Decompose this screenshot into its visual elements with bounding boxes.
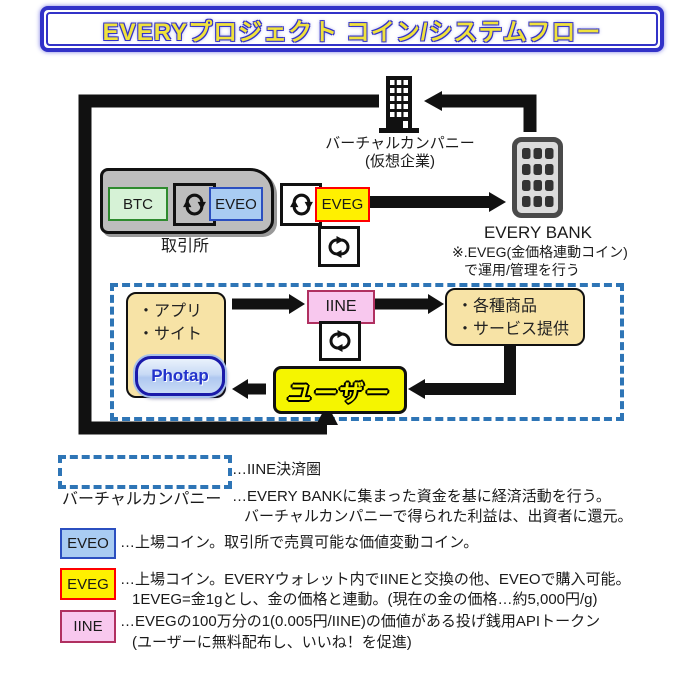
title-banner-inner: EVERYプロジェクト コイン/システムフロー [46, 12, 658, 46]
btc-coin-chip: BTC [108, 187, 168, 221]
arrowhead-into-company [424, 91, 442, 111]
iine-payment-zone [110, 283, 624, 421]
arrowhead-into-products [428, 294, 444, 314]
cycle-icon [319, 321, 361, 361]
bank-building-icon [512, 137, 563, 218]
arrowhead-into-app [232, 379, 248, 399]
user-box: ユーザー [273, 366, 407, 414]
page-title: EVERYプロジェクト コイン/システムフロー [102, 18, 602, 46]
legend-eveg-chip: EVEG [60, 568, 116, 600]
legend-vc-desc-2: バーチャルカンパニーで得られた利益は、出資者に還元。 [244, 508, 633, 525]
legend-dashed-sample [58, 455, 232, 489]
legend-iine-desc-1: …EVEGの100万分の1(0.005円/IINE)の価値がある投げ銭用APIト… [120, 613, 601, 630]
arrowhead-into-user-bottom [316, 404, 338, 425]
exchange-label: 取引所 [160, 238, 209, 255]
office-building-icon [379, 76, 419, 133]
legend-iine-chip: IINE [60, 610, 116, 643]
every-bank-label: EVERY BANK [483, 223, 593, 242]
products-services-box: ・各種商品 ・サービス提供 [445, 288, 585, 346]
cycle-icon [318, 226, 360, 267]
virtual-company-label: バーチャルカンパニー (仮想企業) [325, 135, 475, 170]
arrowhead-into-user-right [408, 379, 425, 399]
legend-vc-term: バーチャルカンパニー [62, 491, 222, 508]
legend-iine-desc-2: (ユーザーに無料配布し、いいね！を促進) [132, 634, 412, 651]
legend-eveg-desc-2: 1EVEG=金1gとし、金の価格と連動。(現在の金の価格…約5,000円/g) [132, 591, 598, 608]
legend-vc-desc-1: …EVERY BANKに集まった資金を基に経済活動を行う。 [232, 488, 611, 505]
iine-token-chip: IINE [307, 290, 375, 324]
photap-logo: Photap [135, 356, 225, 396]
every-bank-note: ※.EVEG(金価格連動コイン) で運用/管理を行う [452, 244, 628, 279]
arrowhead-into-iine [289, 294, 305, 314]
eveo-coin-chip: EVEO [209, 187, 263, 221]
eveg-coin-chip: EVEG [315, 187, 370, 222]
legend-zone-desc: …IINE決済圏 [232, 461, 322, 478]
legend-eveg-desc-1: …上場コイン。EVERYウォレット内でIINEと交換の他、EVEOで購入可能。 [120, 571, 631, 588]
legend-eveo-desc: …上場コイン。取引所で売買可能な価値変動コイン。 [120, 534, 479, 551]
legend-eveo-chip: EVEO [60, 528, 116, 559]
arrowhead-into-bank [489, 192, 506, 212]
title-banner: EVERYプロジェクト コイン/システムフロー [40, 6, 664, 52]
user-label: ユーザー [286, 379, 393, 407]
